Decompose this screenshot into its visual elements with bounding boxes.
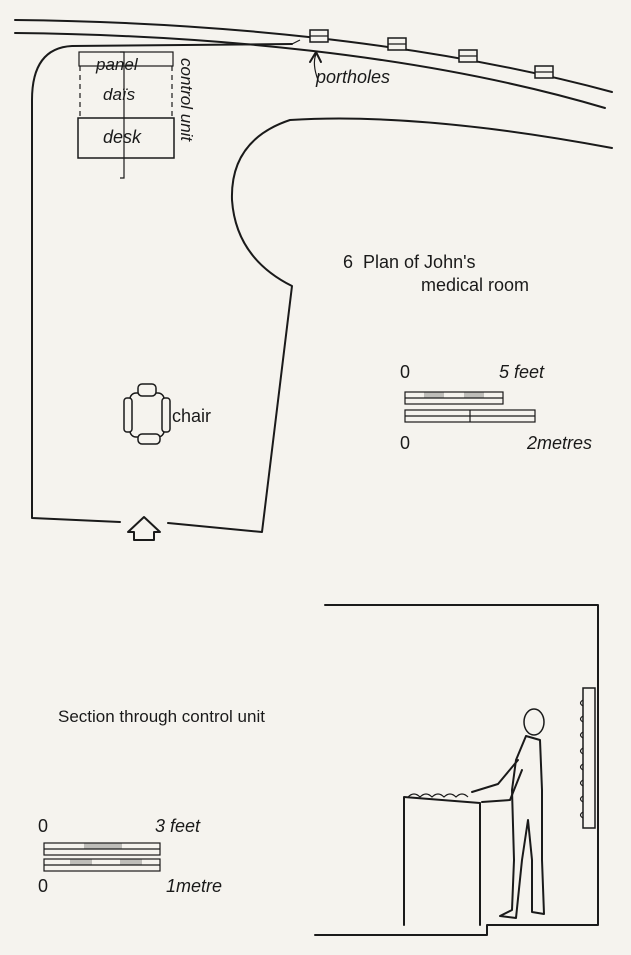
control-unit-bracket	[120, 51, 125, 179]
portholes-label: portholes	[315, 67, 390, 87]
portholes-group	[309, 29, 554, 79]
chair-icon	[123, 383, 171, 445]
section-scale-metres-end: 1metre	[166, 876, 222, 896]
section-scale-feet-zero: 0	[38, 816, 48, 836]
plan-drawing: panel daïs desk control unit portholes c…	[14, 19, 613, 541]
wall-control-panel	[582, 687, 596, 829]
portholes-pointer-arrow-icon	[309, 51, 322, 63]
operator-figure-icon	[471, 708, 545, 919]
panel-outline	[78, 51, 174, 67]
section-caption: Section through control unit	[58, 707, 265, 726]
panel-label: panel	[95, 55, 139, 74]
section-room-outline	[314, 604, 599, 936]
plan-caption-line1: 6 Plan of John's	[343, 252, 476, 272]
section-scale-bar: 0 3 feet 0 1metre	[38, 816, 222, 896]
control-unit	[77, 51, 175, 179]
porthole	[534, 65, 554, 79]
plan-scale-metres-zero: 0	[400, 433, 410, 453]
section-scale-feet-end: 3 feet	[155, 816, 201, 836]
plan-scale-feet-end: 5 feet	[499, 362, 545, 382]
porthole	[458, 49, 478, 63]
section-drawing: Section through control unit 0 3 feet 0 …	[38, 604, 599, 936]
console-controls	[407, 793, 469, 798]
console-desk	[403, 796, 481, 926]
control-unit-label: control unit	[177, 58, 196, 142]
section-scale-metres-zero: 0	[38, 876, 48, 896]
desk-label: desk	[103, 127, 142, 147]
hull-inner-line	[14, 32, 606, 109]
porthole	[309, 29, 329, 43]
porthole	[387, 37, 407, 51]
dais-label: daïs	[103, 85, 136, 104]
room-outline	[31, 43, 613, 533]
panel-dials	[579, 699, 584, 819]
desk-outline	[77, 117, 175, 159]
plan-scale-metres-end: 2metres	[526, 433, 592, 453]
chair-label: chair	[172, 406, 211, 426]
wall-end	[291, 39, 301, 45]
entrance-arrow-icon	[127, 516, 161, 541]
portholes-pointer-line	[313, 53, 319, 81]
plan-scale-feet-zero: 0	[400, 362, 410, 382]
plan-caption-line2: medical room	[421, 275, 529, 295]
plan-scale-bar: 0 5 feet 0 2metres	[400, 362, 592, 453]
